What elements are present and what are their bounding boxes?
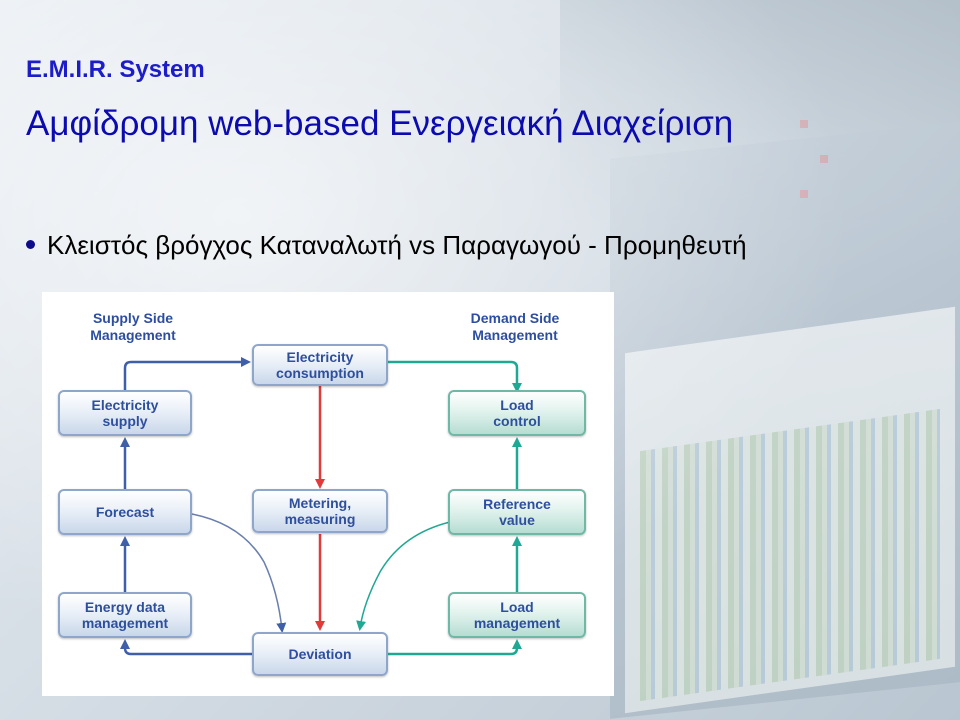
diagram-arrows: [120, 357, 522, 656]
node-load-management: Load management: [448, 592, 586, 638]
bullet-item: Κλειστός βρόγχος Καταναλωτή vs Παραγωγού…: [26, 230, 747, 261]
energy-management-diagram: Supply Side Management Demand Side Manag…: [42, 292, 614, 696]
node-forecast: Forecast: [58, 489, 192, 535]
node-deviation: Deviation: [252, 632, 388, 676]
node-energy-data-management: Energy data management: [58, 592, 192, 638]
node-electricity-supply: Electricity supply: [58, 390, 192, 436]
supply-side-header: Supply Side Management: [90, 310, 176, 343]
bullet-text: Κλειστός βρόγχος Καταναλωτή vs Παραγωγού…: [47, 230, 747, 260]
arrow-deviation-to-loadmgmt: [388, 639, 522, 656]
bullet-dot-icon: [26, 239, 35, 249]
node-electricity-consumption: Electricity consumption: [252, 344, 388, 386]
node-load-control: Load control: [448, 390, 586, 436]
arrow-forecast-to-deviation: [191, 513, 287, 633]
demand-side-header: Demand Side Management: [470, 310, 560, 343]
arrow-supply-to-consumption: [123, 357, 251, 390]
arrow-consumption-to-loadcontrol: [382, 360, 522, 393]
system-label: E.M.I.R. System: [26, 56, 205, 83]
arrow-reference-to-deviation: [356, 521, 451, 631]
node-metering-measuring: Metering, measuring: [252, 489, 388, 533]
slide-title: Αμφίδρομη web-based Ενεργειακή Διαχείρισ…: [26, 104, 734, 143]
arrow-deviation-to-energydata: [120, 639, 252, 656]
node-reference-value: Reference value: [448, 489, 586, 535]
